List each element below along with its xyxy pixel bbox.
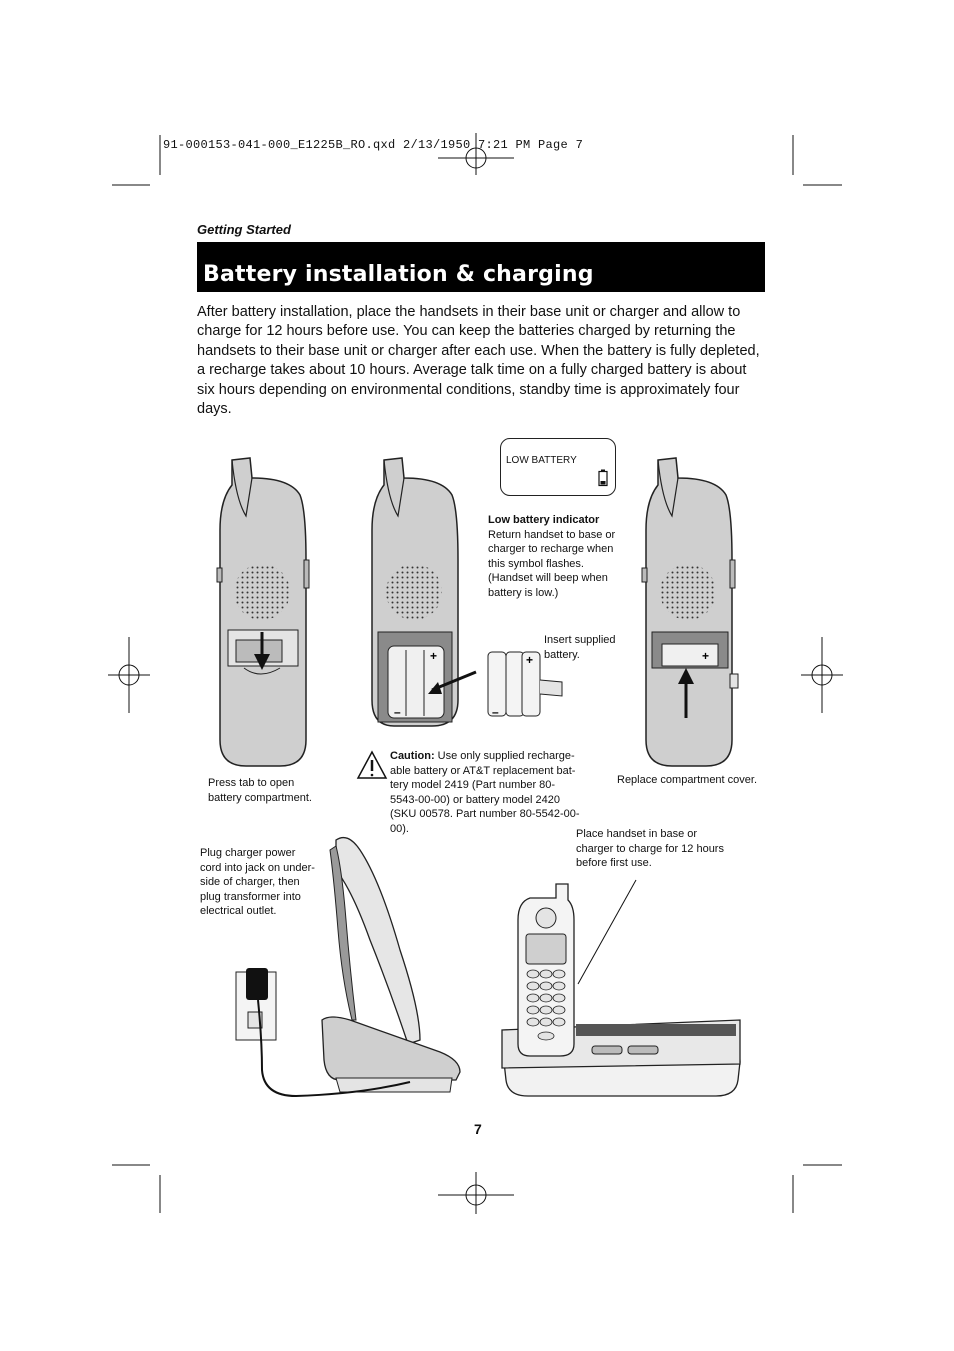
page-number: 7 [474, 1121, 482, 1137]
svg-text:+: + [702, 649, 709, 663]
svg-text:+: + [430, 649, 437, 663]
registration-mark-icon [108, 637, 150, 713]
registration-mark-icon [438, 1172, 514, 1214]
caution-triangle-icon [356, 750, 388, 779]
power-outlet-icon [235, 968, 411, 1098]
replace-cover-caption: Replace compartment cover. [617, 774, 758, 786]
caution-label: Caution: [390, 750, 435, 762]
display-text: LOW BATTERY [506, 455, 577, 466]
low-battery-title: Low battery indicator [488, 514, 600, 526]
low-battery-display: LOW BATTERY [500, 438, 616, 496]
plug-charger-caption: Plug charger power cord into jack on und… [200, 847, 315, 918]
registration-mark-icon [438, 133, 514, 175]
handset-back-icon [216, 457, 310, 767]
file-slug: 91-000153-041-000_E1225B_RO.qxd 2/13/195… [163, 138, 584, 152]
caution-caption: Caution: Use only supplied recharge-able… [390, 749, 580, 837]
low-battery-caption: Low battery indicator Return handset to … [488, 513, 618, 601]
place-handset-caption: Place handset in base or charger to char… [576, 828, 724, 870]
press-tab-caption: Press tab to open battery compartment. [208, 777, 312, 804]
caution-body: Use only supplied recharge-able battery … [390, 750, 580, 835]
title-bar: Battery installation & charging [197, 242, 765, 292]
insert-battery-caption: Insert supplied battery. [544, 634, 616, 661]
svg-text:–: – [492, 705, 499, 719]
handset-open-icon: + – [371, 457, 477, 727]
battery-pack-icon: + – [487, 651, 563, 719]
cordless-phone-base-icon [501, 879, 741, 1097]
registration-mark-icon [801, 637, 843, 713]
page-title: Battery installation & charging [203, 262, 594, 287]
intro-paragraph: After battery installation, place the ha… [197, 304, 760, 418]
section-label: Getting Started [197, 222, 291, 237]
low-battery-body: Return handset to base or charger to rec… [488, 528, 616, 599]
handset-cover-icon: + [641, 457, 739, 767]
svg-text:+: + [526, 653, 533, 667]
svg-text:–: – [394, 705, 401, 719]
battery-low-icon [598, 469, 608, 487]
charger-icon [321, 836, 461, 1093]
